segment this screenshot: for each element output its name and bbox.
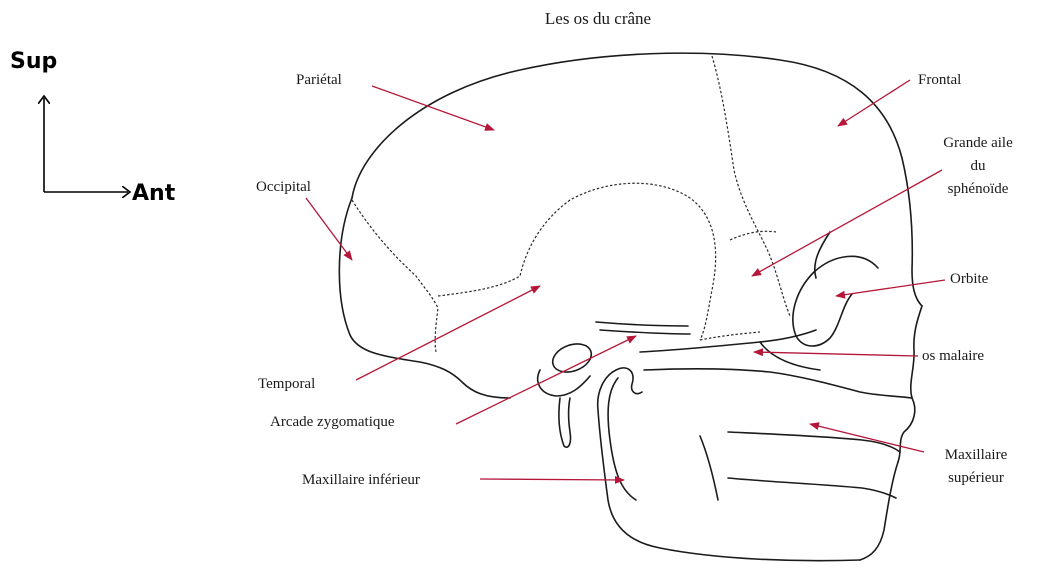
label-grande-aile-3: sphénoïde (948, 181, 1009, 197)
face-profile (911, 306, 922, 398)
orbit-outline (793, 256, 878, 346)
arrow-parietal (372, 86, 494, 130)
label-grande-aile-1: Grande aile (943, 135, 1013, 151)
upper-teeth-line (728, 432, 900, 452)
molar-notch (700, 436, 718, 500)
arrow-orbite (836, 280, 945, 296)
orbit-rim (815, 232, 830, 278)
arrow-temporal (356, 286, 540, 380)
diagram-title: Les os du crâne (545, 9, 651, 28)
occipital-outline (339, 198, 510, 398)
label-orbite: Orbite (950, 271, 989, 287)
orientation-ant-label: Ant (132, 181, 176, 206)
mandible-outline (598, 368, 860, 561)
mandible-front (860, 462, 898, 560)
maxilla-lower-line (728, 478, 896, 498)
arrow-maxillaire-inf (480, 479, 624, 480)
cranial-vault-outline (352, 53, 922, 306)
label-temporal: Temporal (258, 376, 315, 392)
ear-opening (549, 339, 595, 377)
skull-outline (339, 53, 922, 561)
zygomatic-arch-line-2 (600, 330, 690, 334)
lambdoid-suture (352, 200, 438, 352)
coronal-suture (712, 56, 790, 316)
orientation-sup-label: Sup (10, 49, 57, 74)
label-os-malaire: os malaire (922, 348, 984, 364)
label-maxillaire-sup-2: supérieur (948, 470, 1004, 486)
label-arcade: Arcade zygomatique (270, 414, 395, 430)
styloid-process (559, 398, 571, 447)
arrow-occipital (306, 198, 352, 260)
sphenoid-suture (730, 231, 776, 240)
mastoid-outline (538, 370, 590, 396)
label-maxillaire-sup-1: Maxillaire (945, 447, 1008, 463)
bone-labels: Pariétal Frontal Occipital Grande aile d… (256, 72, 1013, 488)
label-frontal: Frontal (918, 72, 961, 88)
zygomatic-arch-line (596, 322, 688, 326)
ramus-inner (608, 378, 636, 500)
label-occipital: Occipital (256, 179, 311, 195)
label-maxillaire-inf: Maxillaire inférieur (302, 472, 420, 488)
sutures (352, 56, 790, 352)
annotation-arrows (306, 80, 945, 480)
label-grande-aile-2: du (971, 158, 987, 174)
temporal-lower-suture (700, 332, 760, 340)
zygomatic-lower (644, 369, 912, 398)
arrow-os-malaire (754, 352, 918, 356)
arrow-grande-aile (752, 170, 942, 276)
orientation-indicator: Sup Ant (10, 49, 176, 206)
label-parietal: Pariétal (296, 72, 342, 88)
arrow-frontal (838, 80, 910, 126)
